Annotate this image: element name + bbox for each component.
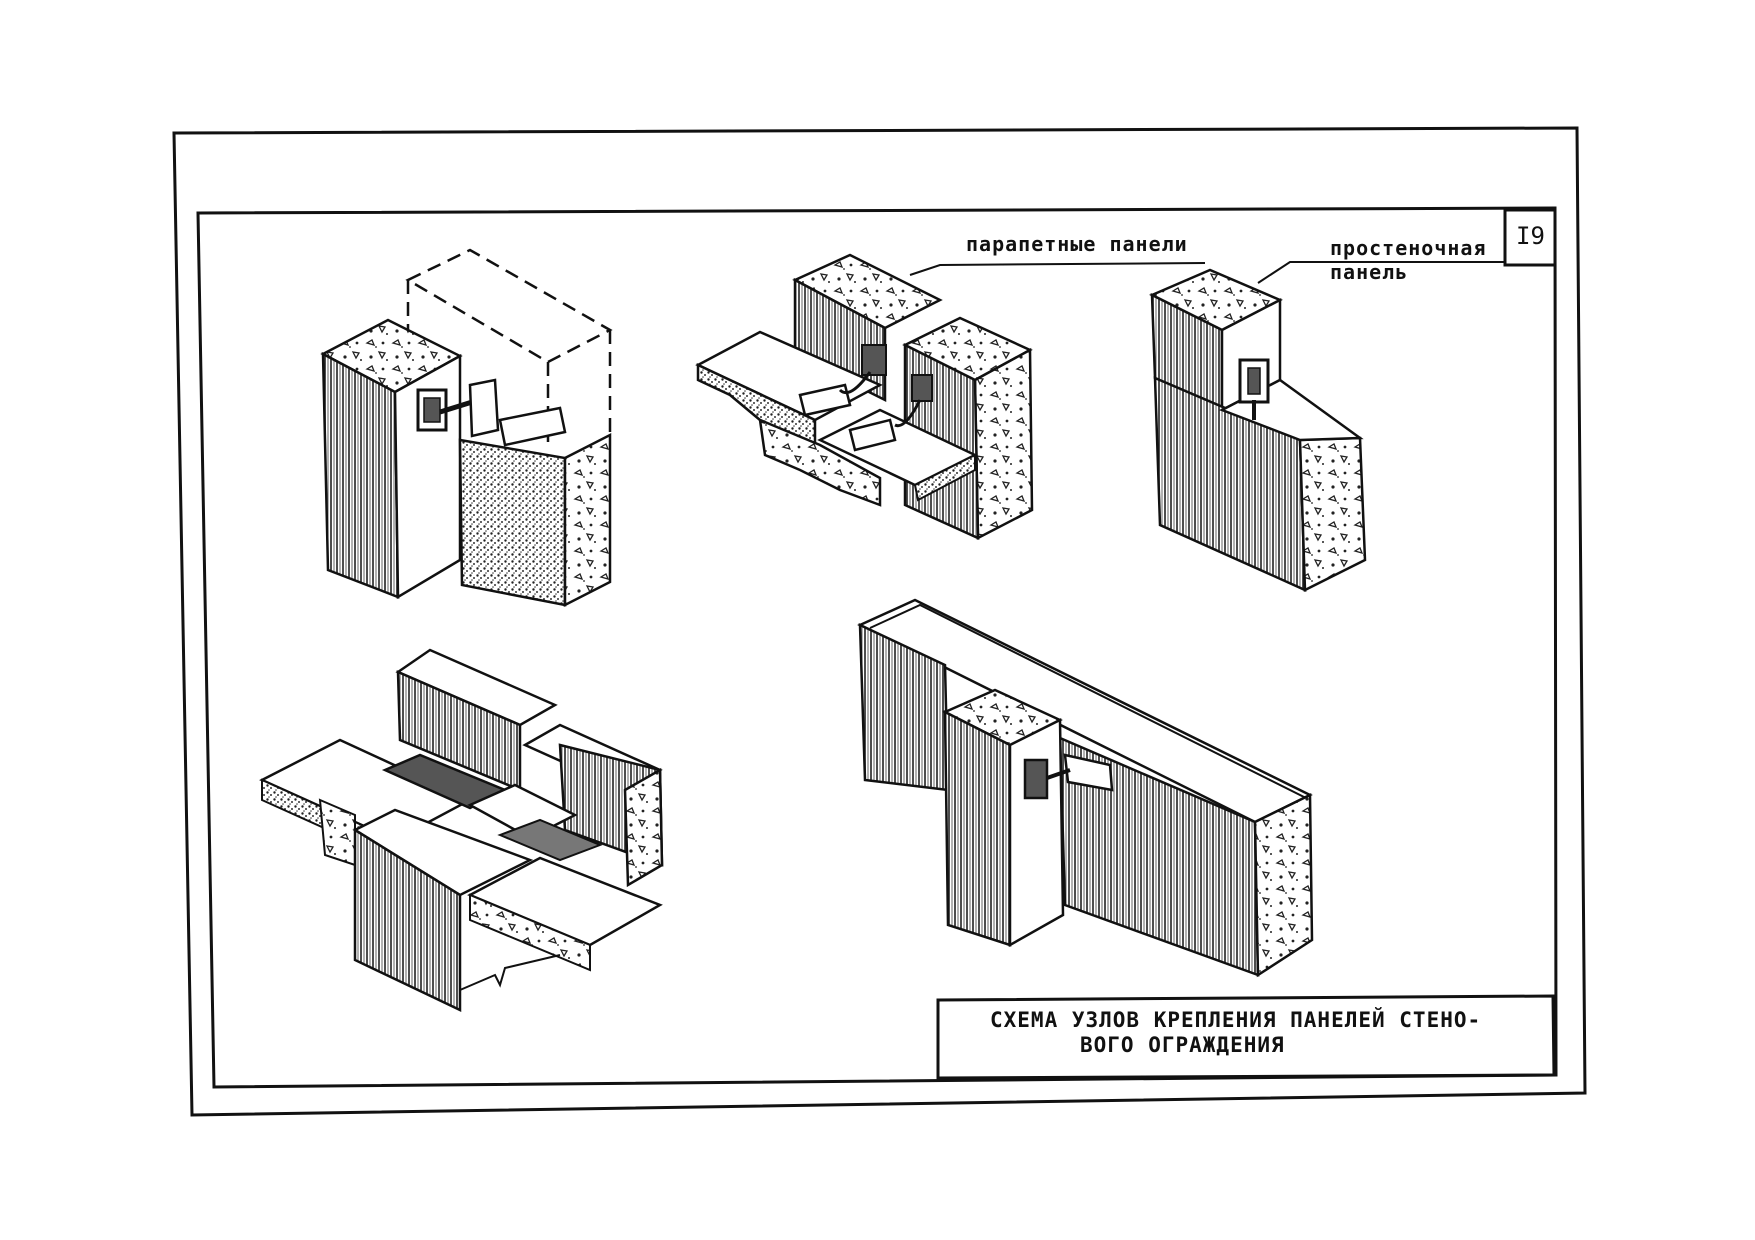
figure-slab-panel-node	[259, 648, 664, 1012]
label-pier-panel-line1: простеночная	[1330, 236, 1487, 260]
sheet-title-line2: ВОГО ОГРАЖДЕНИЯ	[1080, 1033, 1285, 1057]
inner-frame	[196, 206, 1558, 1089]
sheet-number-box	[1503, 208, 1557, 267]
label-parapet-panels: парапетные панели	[966, 232, 1188, 256]
leader-pier	[1257, 261, 1505, 284]
figure-column-wall-node	[857, 598, 1314, 978]
outer-frame	[172, 126, 1587, 1117]
label-pier-panel-line2: панель	[1330, 260, 1409, 284]
figure-column-panel-node	[320, 248, 613, 608]
figure-parapet-panels-node	[695, 253, 1206, 541]
figure-pier-panel-node	[1149, 261, 1505, 592]
title-block	[936, 994, 1556, 1080]
sheet-number: I9	[1516, 222, 1545, 250]
leader-parapet	[909, 262, 1206, 276]
sheet-title-line1: СХЕМА УЗЛОВ КРЕПЛЕНИЯ ПАНЕЛЕЙ СТЕНО-	[990, 1008, 1482, 1032]
